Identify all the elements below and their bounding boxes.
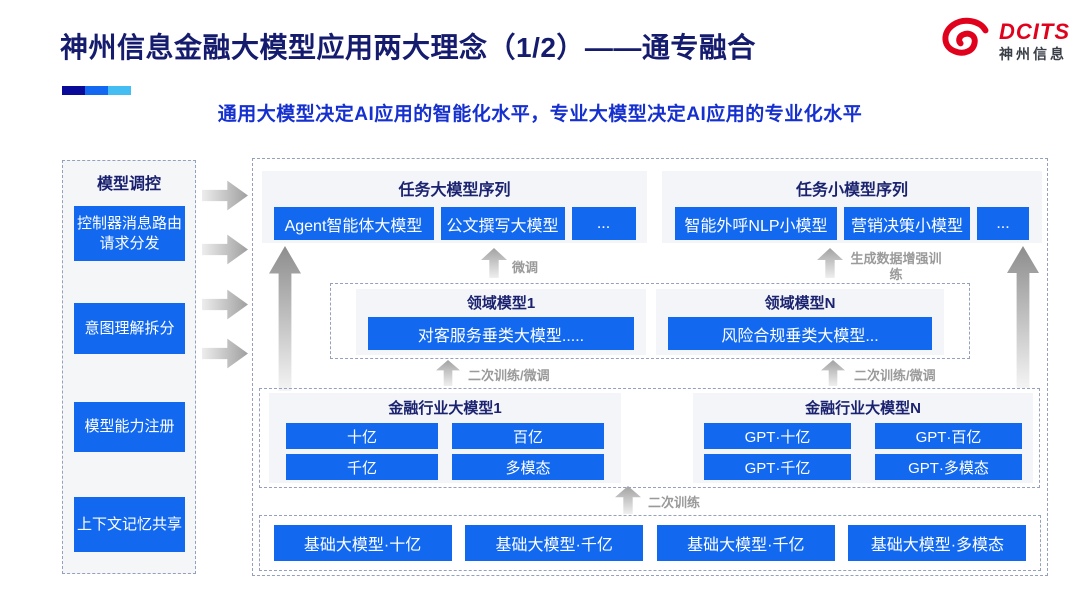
model-chip: GPT·多模态 bbox=[875, 454, 1022, 480]
dcits-logo: DCITS 神州信息 bbox=[940, 16, 1070, 65]
chip-row: 智能外呼NLP小模型 营销决策小模型 ... bbox=[662, 207, 1042, 240]
model-chip: 基础大模型·千亿 bbox=[465, 525, 644, 561]
model-chip: 智能外呼NLP小模型 bbox=[675, 207, 837, 240]
sidebar-item-router: 控制器消息路由请求分发 bbox=[74, 206, 185, 261]
brand-name-cn: 神州信息 bbox=[999, 45, 1067, 62]
model-chip: GPT·百亿 bbox=[875, 423, 1022, 449]
model-chip: 营销决策小模型 bbox=[844, 207, 970, 240]
model-chip: 基础大模型·千亿 bbox=[656, 525, 835, 561]
sidebar-item-intent: 意图理解拆分 bbox=[74, 303, 185, 354]
model-chip: 基础大模型·多模态 bbox=[848, 525, 1027, 561]
accent-segment bbox=[62, 86, 85, 95]
title-accent-bar bbox=[62, 86, 131, 95]
arrow-up-tall-icon bbox=[1007, 246, 1039, 388]
model-chip: 百亿 bbox=[452, 423, 604, 449]
arrow-up-icon bbox=[821, 360, 845, 386]
industry-model-1-panel: 金融行业大模型1 十亿 百亿 千亿 多模态 bbox=[269, 393, 621, 483]
arrow-right-icon bbox=[202, 234, 248, 265]
industry-models-container bbox=[259, 388, 1040, 488]
industry-model-n-panel: 金融行业大模型N GPT·十亿 GPT·百亿 GPT·千亿 GPT·多模态 bbox=[693, 393, 1033, 483]
swirl-icon bbox=[940, 16, 992, 65]
model-chip: 十亿 bbox=[286, 423, 438, 449]
accent-segment bbox=[108, 86, 131, 95]
arrow-up-icon bbox=[817, 248, 843, 278]
model-control-title: 模型调控 bbox=[96, 176, 161, 193]
accent-segment bbox=[85, 86, 108, 95]
base-models-container: 基础大模型·十亿 基础大模型·千亿 基础大模型·千亿 基础大模型·多模态 bbox=[259, 515, 1041, 571]
domain-model-1-panel: 领域模型1 对客服务垂类大模型..... bbox=[356, 289, 646, 355]
task-large-model-panel: 任务大模型序列 Agent智能体大模型 公文撰写大模型 ... bbox=[262, 171, 647, 243]
logo-text: DCITS 神州信息 bbox=[999, 18, 1070, 62]
arrow-up-tall-icon bbox=[269, 246, 301, 391]
panel-title: 领域模型N bbox=[764, 295, 836, 312]
brand-name: DCITS bbox=[999, 18, 1070, 44]
model-chip: 千亿 bbox=[286, 454, 438, 480]
model-chip: 基础大模型·十亿 bbox=[273, 525, 452, 561]
model-chip: GPT·十亿 bbox=[704, 423, 851, 449]
model-chip: GPT·千亿 bbox=[704, 454, 851, 480]
arrow-right-icon bbox=[202, 338, 248, 369]
gen-data-train-label: 生成数据增强训练 bbox=[850, 251, 942, 282]
sidebar-item-register: 模型能力注册 bbox=[74, 402, 185, 452]
arrow-up-icon bbox=[615, 486, 641, 514]
domain-models-container bbox=[330, 283, 970, 359]
model-chip: ... bbox=[977, 207, 1029, 240]
arrow-up-icon bbox=[481, 248, 507, 278]
arrow-right-icon bbox=[202, 289, 248, 320]
model-chip: ... bbox=[571, 207, 636, 240]
model-chip: 多模态 bbox=[452, 454, 604, 480]
subtitle: 通用大模型决定AI应用的智能化水平，专业大模型决定AI应用的专业化水平 bbox=[217, 104, 863, 125]
chip-grid: GPT·十亿 GPT·百亿 GPT·千亿 GPT·多模态 bbox=[693, 418, 1033, 480]
domain-model-n-panel: 领域模型N 风险合规垂类大模型... bbox=[656, 289, 944, 355]
retrain-finetune-label: 二次训练/微调 bbox=[468, 368, 550, 383]
retrain-finetune-label: 二次训练/微调 bbox=[854, 368, 936, 383]
arrow-up-icon bbox=[436, 360, 460, 386]
fine-tune-label: 微调 bbox=[512, 260, 539, 275]
sidebar-item-context: 上下文记忆共享 bbox=[74, 497, 185, 552]
chip-row: Agent智能体大模型 公文撰写大模型 ... bbox=[262, 207, 647, 240]
retrain-label: 二次训练 bbox=[648, 495, 701, 510]
panel-title: 金融行业大模型1 bbox=[388, 400, 502, 417]
panel-title: 任务小模型序列 bbox=[795, 182, 908, 199]
model-architecture-diagram: 任务大模型序列 Agent智能体大模型 公文撰写大模型 ... 任务小模型序列 … bbox=[252, 158, 1048, 576]
model-chip: Agent智能体大模型 bbox=[273, 207, 434, 240]
model-control-panel: 模型调控 控制器消息路由请求分发 意图理解拆分 模型能力注册 上下文记忆共享 bbox=[62, 160, 196, 574]
task-small-model-panel: 任务小模型序列 智能外呼NLP小模型 营销决策小模型 ... bbox=[662, 171, 1042, 243]
model-chip: 风险合规垂类大模型... bbox=[668, 317, 932, 350]
model-chip: 对客服务垂类大模型..... bbox=[368, 317, 634, 350]
page-title: 神州信息金融大模型应用两大理念（1/2）——通专融合 bbox=[60, 32, 756, 63]
panel-title: 金融行业大模型N bbox=[805, 400, 921, 417]
model-chip: 公文撰写大模型 bbox=[440, 207, 565, 240]
panel-title: 领域模型1 bbox=[466, 295, 536, 312]
panel-title: 任务大模型序列 bbox=[398, 182, 511, 199]
chip-grid: 十亿 百亿 千亿 多模态 bbox=[269, 418, 621, 480]
arrow-right-icon bbox=[202, 180, 248, 211]
